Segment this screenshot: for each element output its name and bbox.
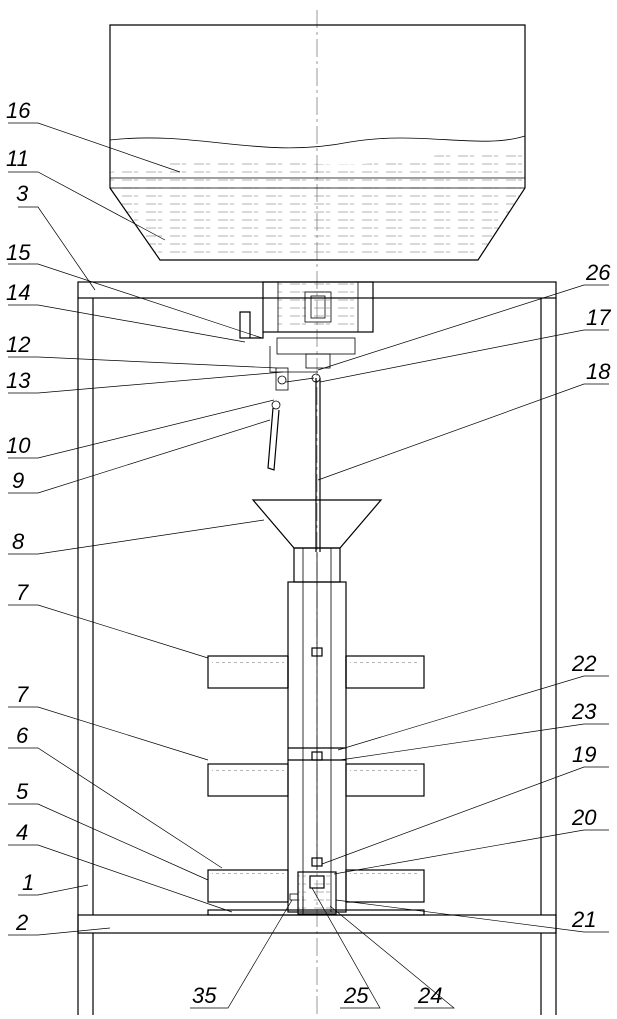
callout-2: 2 xyxy=(15,910,28,935)
callout-16: 16 xyxy=(6,98,31,123)
callout-3: 3 xyxy=(16,181,29,206)
valve-assembly xyxy=(239,281,374,471)
callout-23: 23 xyxy=(571,699,597,724)
frame xyxy=(77,281,557,1015)
callout-13: 13 xyxy=(6,368,31,393)
bottom-chamber xyxy=(289,871,337,915)
callout-4: 4 xyxy=(16,820,28,845)
callout-18: 18 xyxy=(586,359,611,384)
callout-12: 12 xyxy=(6,332,30,357)
callout-10: 10 xyxy=(6,433,31,458)
callout-14: 14 xyxy=(6,280,30,305)
callout-21: 21 xyxy=(571,907,596,932)
callout-8: 8 xyxy=(12,529,25,554)
hopper xyxy=(109,24,526,261)
callout-11: 11 xyxy=(6,146,29,171)
central-column xyxy=(287,547,347,913)
callout-1: 1 xyxy=(22,870,34,895)
callout-24: 24 xyxy=(417,983,442,1008)
callout-26: 26 xyxy=(585,260,611,285)
callout-5: 5 xyxy=(16,779,29,804)
callout-7-lower: 7 xyxy=(16,682,29,707)
leader-lines-left xyxy=(8,122,284,936)
tray-tier-2 xyxy=(207,763,425,797)
callout-25: 25 xyxy=(343,983,369,1008)
leader-lines-right xyxy=(317,284,609,933)
callout-6: 6 xyxy=(16,723,29,748)
callout-17: 17 xyxy=(586,305,611,330)
callout-15: 15 xyxy=(6,240,31,265)
tray-tier-3 xyxy=(207,869,425,916)
callout-9: 9 xyxy=(12,468,24,493)
callout-35: 35 xyxy=(192,983,217,1008)
callout-7-upper: 7 xyxy=(16,580,29,605)
leader-lines-bottom xyxy=(190,887,455,1009)
tray-tier-1 xyxy=(207,655,425,689)
callout-20: 20 xyxy=(571,805,597,830)
callout-19: 19 xyxy=(572,742,596,767)
callout-22: 22 xyxy=(571,651,596,676)
